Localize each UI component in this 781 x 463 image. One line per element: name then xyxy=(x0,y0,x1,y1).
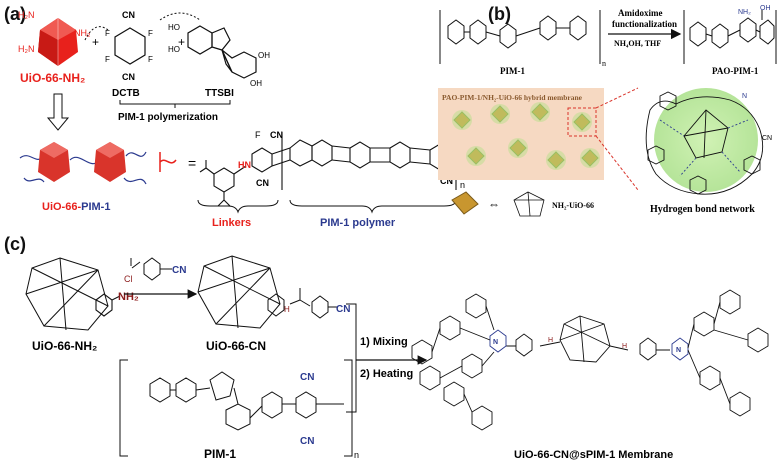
reaction-bracket-c xyxy=(346,303,357,413)
nh2-label-b: NH₂ xyxy=(74,28,91,38)
acyl-chloride-reagent xyxy=(130,257,172,281)
polymerization-label: PIM-1 polymerization xyxy=(118,112,218,123)
zoom-box xyxy=(567,107,597,137)
dctb-cn-bottom: CN xyxy=(122,72,135,82)
dctb-f3: F xyxy=(105,55,110,64)
hbond-n1: N xyxy=(742,93,747,100)
hbond-cn1: CN xyxy=(762,135,772,142)
uio-nh2-cage xyxy=(25,257,121,331)
reaction-line3: NH₄OH, THF xyxy=(614,39,661,48)
mof-nh2-name: UiO-66-NH₂ xyxy=(20,71,85,85)
equals-sign: = xyxy=(188,155,196,171)
product-prefix: UiO-66-PIM-1 xyxy=(42,201,110,213)
polymer-f: F xyxy=(255,130,261,140)
polymer-cn-right2: CN xyxy=(440,176,453,186)
uio-nh2-label: UiO-66-NH₂ xyxy=(32,339,97,353)
dctb-cn-top: CN xyxy=(122,10,135,20)
pim1-n-sub: n xyxy=(354,450,359,460)
reaction-line1: Amidoxime xyxy=(618,8,663,18)
polymer-n-sub: n xyxy=(460,180,465,190)
pim1-label-b: PIM-1 xyxy=(500,66,525,76)
polymerization-bracket xyxy=(119,100,231,108)
mof-nh2-crystal xyxy=(38,18,78,66)
ttsbi-label: TTSBI xyxy=(205,88,234,99)
product-nn2: N xyxy=(676,347,681,354)
hbond-network-structure xyxy=(645,91,764,195)
dctb-f4: F xyxy=(148,55,153,64)
panel-a-label: (a) xyxy=(4,4,26,24)
nh2-label-a: H₂N xyxy=(18,10,35,20)
membrane-box xyxy=(438,88,604,180)
linkers-label: Linkers xyxy=(212,217,251,229)
ttsbi-molecule xyxy=(187,25,257,79)
pim1-structure-c xyxy=(119,359,353,457)
plus-sign-1: + xyxy=(92,35,99,49)
reagent-cl: Cl xyxy=(124,274,133,284)
product-network xyxy=(411,289,769,431)
pim1-structure-b xyxy=(439,10,601,64)
reaction-line2: functionalization xyxy=(612,19,677,29)
double-arrow-icon: ⇔ xyxy=(488,197,500,211)
polymer-cn-top: CN xyxy=(270,130,283,140)
ttsbi-ho2: HO xyxy=(168,45,180,54)
linkers-brace xyxy=(197,199,279,214)
curved-arrow-left xyxy=(84,26,109,41)
panel-c-label: (c) xyxy=(4,234,26,254)
pao-oh: OH xyxy=(760,5,771,12)
pim-polymer-brace xyxy=(289,199,457,214)
step1-label: 1) Mixing xyxy=(360,336,408,348)
panel-a: (a) H₂N NH₂ H₂N UiO-66-NH₂ + + CN CN F F… xyxy=(4,4,465,229)
uio-cn-label: UiO-66-CN xyxy=(206,339,266,353)
pim1-cn-top: CN xyxy=(300,372,314,383)
pim1-label-c: PIM-1 xyxy=(204,447,236,461)
panel-b-label: (b) xyxy=(488,4,511,24)
curved-arrow-right xyxy=(159,12,201,21)
octahedron-legend: ⇔ NH₂-UiO-66 xyxy=(451,191,594,217)
uio-cn-cn: CN xyxy=(336,304,350,315)
product-nn1: N xyxy=(493,339,498,346)
pao-pim1-structure xyxy=(683,10,777,64)
ttsbi-oh1: OH xyxy=(258,51,270,60)
panel-c: (c) NH₂ UiO-66-NH₂ Cl CN xyxy=(4,234,769,461)
hbond-glow xyxy=(654,88,758,192)
mof-pim-hybrid xyxy=(19,142,147,185)
zoom-lines xyxy=(595,87,639,191)
membrane-particles xyxy=(452,102,600,170)
down-arrow-icon xyxy=(46,93,70,131)
dctb-molecule xyxy=(114,27,146,65)
plus-sign-2: + xyxy=(178,35,185,49)
panel-b: (b) PIM-1 n Amidoxime functionalization … xyxy=(438,4,777,217)
linker-hn: HN xyxy=(238,160,251,170)
reagent-cn: CN xyxy=(172,265,186,276)
polymer-cn-bottom: CN xyxy=(256,178,269,188)
nh2-label-c: H₂N xyxy=(18,44,35,54)
dctb-label: DCTB xyxy=(112,88,140,99)
dctb-f1: F xyxy=(105,29,110,38)
hbond-label: Hydrogen bond network xyxy=(650,204,755,215)
product-h1: H xyxy=(548,337,553,344)
step2-label: 2) Heating xyxy=(360,368,413,380)
linker-symbol xyxy=(159,152,177,172)
product-h2: H xyxy=(622,343,627,350)
membrane-title: PAO-PIM-1/NH₂-UiO-66 hybrid membrane xyxy=(442,93,583,102)
dctb-f2: F xyxy=(148,29,153,38)
pim-polymer-label: PIM-1 polymer xyxy=(320,217,396,229)
uio-cn-h: H xyxy=(284,305,290,314)
nh2-uio66-label: NH₂-UiO-66 xyxy=(552,201,594,210)
ttsbi-ho1: HO xyxy=(168,23,180,32)
uio-cn-cage xyxy=(197,255,338,329)
pao-nh2: NH₂ xyxy=(738,9,751,16)
pao-pim1-label: PAO-PIM-1 xyxy=(712,66,759,76)
pim1-cn-bottom: CN xyxy=(300,436,314,447)
product-label: UiO-66-CN@sPIM-1 Membrane xyxy=(514,449,673,461)
ttsbi-oh2: OH xyxy=(250,79,262,88)
pim1-n-b: n xyxy=(602,59,606,68)
uio-nh2-amine: NH₂ xyxy=(118,291,139,303)
linker-polymer-structure xyxy=(199,132,457,207)
